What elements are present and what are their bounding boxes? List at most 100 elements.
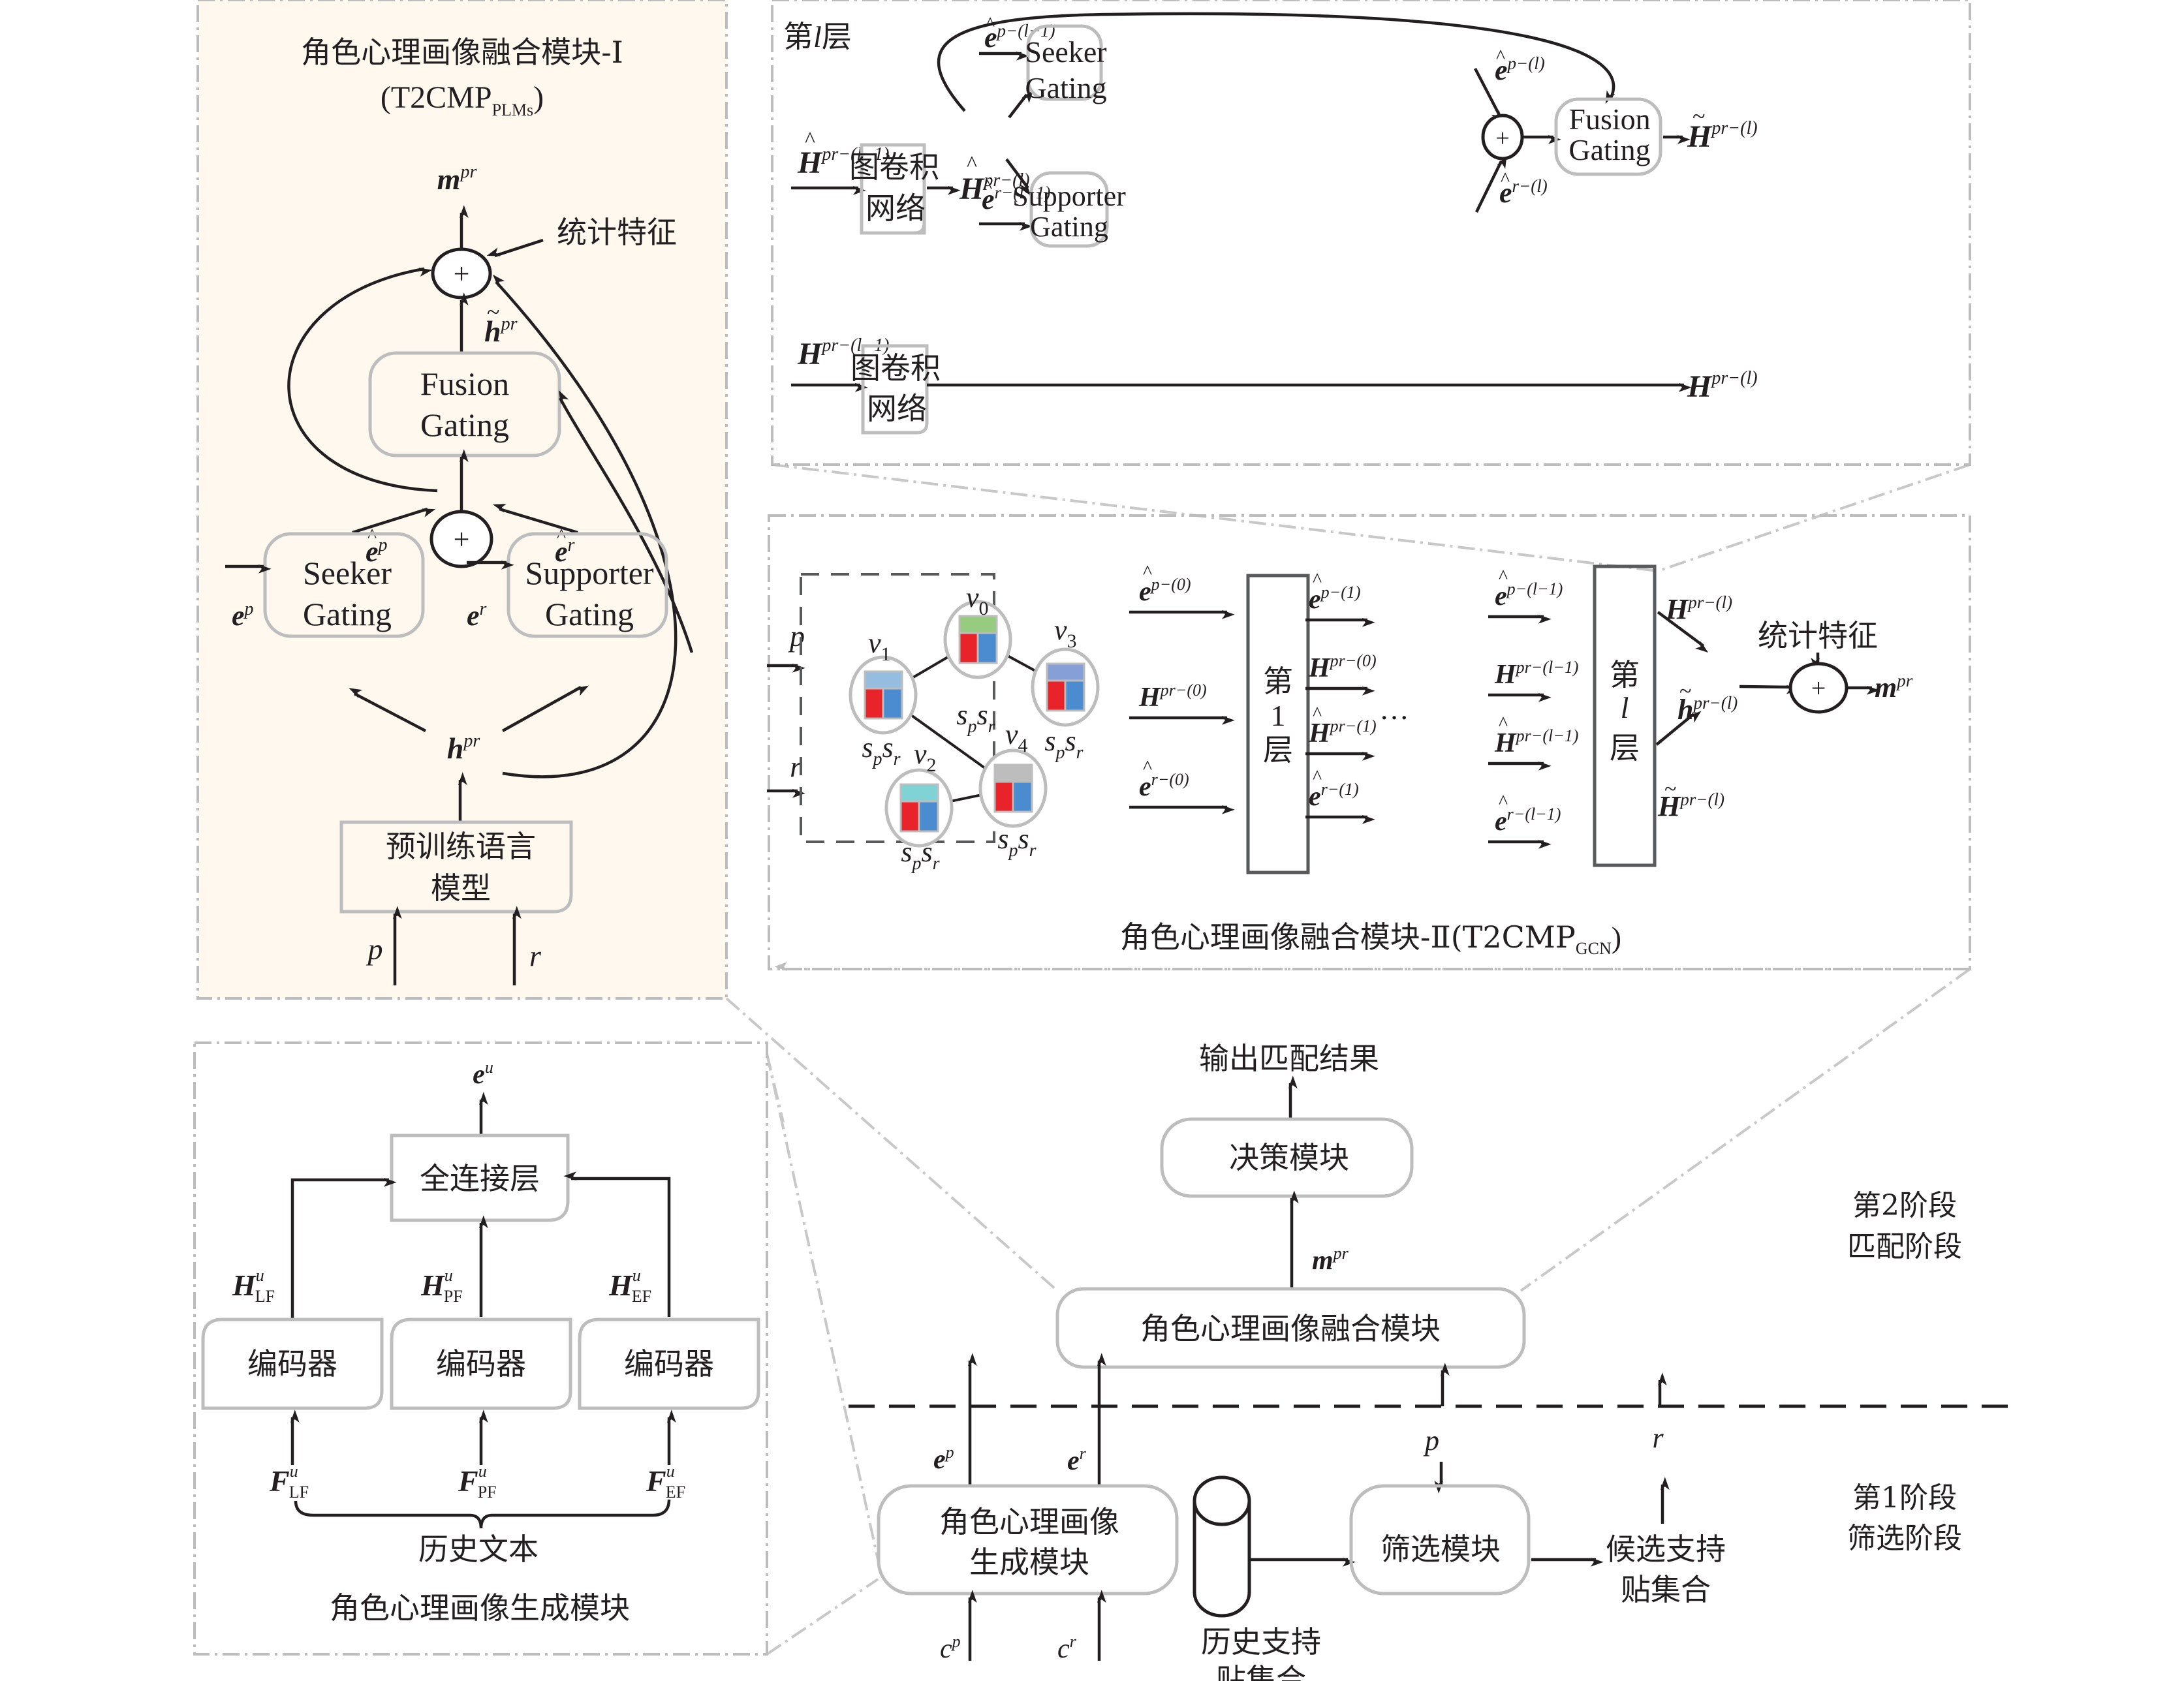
hat-accent: ^ (1143, 561, 1152, 583)
node-top-cell (1046, 662, 1085, 682)
stat-feature-label: 统计特征 (557, 215, 677, 250)
node-right-cell (1012, 780, 1033, 813)
layer-l-box (1593, 564, 1657, 867)
curve-to-top-sum (492, 274, 678, 779)
labelled-arrow: er−(0)^ (1129, 756, 1235, 814)
node-caption: spsr (956, 699, 995, 737)
node-left-cell (993, 780, 1014, 813)
gating-label: Gating (1568, 133, 1650, 166)
hat-accent: ^ (1313, 703, 1322, 724)
hat-accent: ^ (1313, 766, 1322, 788)
layer-l-suffix: 层 (1610, 730, 1640, 765)
candidates-label-1: 候选支持 (1606, 1532, 1726, 1567)
node-label: v4 (1005, 718, 1028, 756)
node-left-cell (899, 800, 920, 833)
hat-accent: ^ (1499, 791, 1508, 812)
skip-curve-top (937, 12, 1615, 112)
layer-1-label: 第 (1263, 664, 1293, 699)
layer-l-var: l (1621, 691, 1629, 724)
plm-label-line2: 模型 (431, 871, 491, 906)
panel-title: 角色心理画像融合模块-I (301, 35, 623, 70)
tilde-accent: ~ (487, 299, 499, 325)
e-hat-r-in: er−(l−1) (982, 183, 1050, 215)
labelled-arrow: er−(l−1)^ (1488, 791, 1561, 849)
e-r: er (1067, 1444, 1087, 1476)
filter-module-box (1349, 1484, 1531, 1596)
hat-accent: ^ (986, 13, 995, 35)
arrow-label: er−(1) (1309, 780, 1359, 812)
node-top-cell (958, 615, 998, 634)
labelled-arrow: Hpr−(l−1) (1488, 658, 1578, 702)
encoder-box (201, 1318, 384, 1410)
encoder-label: 编码器 (624, 1346, 714, 1381)
hat-accent: ^ (1313, 569, 1322, 591)
panel-border (768, 514, 1971, 970)
node-left-cell (958, 632, 979, 664)
output-m-pr: mpr (437, 162, 477, 196)
arrow-ef-to-fc (563, 1171, 671, 1317)
hat-accent: ^ (805, 128, 815, 152)
labelled-arrow: ep−(l−1)^ (1488, 566, 1563, 624)
encoder-label: 编码器 (436, 1346, 526, 1381)
labelled-arrow: Hpr−(0) (1305, 651, 1377, 696)
gating-label: Gating (1025, 71, 1106, 104)
hat-accent: ^ (1496, 46, 1505, 67)
history-db-label-1: 历史支持 (1201, 1624, 1321, 1659)
panel-border (193, 1041, 768, 1656)
seeker-gating-box (263, 532, 425, 638)
gcn-label-line1: 图卷积 (850, 350, 941, 386)
gating-label: Gating (545, 596, 634, 632)
tilde-accent: ~ (1693, 103, 1705, 129)
e-hat-p-out: ep−(l) (1495, 54, 1545, 86)
c-r: cr (1057, 1632, 1077, 1664)
node-caption: spsr (997, 823, 1036, 861)
arrow-label: Hpr−(0) (1308, 651, 1377, 683)
input-r: r (529, 939, 542, 972)
arrow-label: Hpr−(1) (1308, 717, 1377, 748)
generation-module-label-2: 生成模块 (969, 1545, 1089, 1580)
e-r-input: er (467, 599, 487, 632)
node-right-cell (1064, 679, 1085, 712)
h-hat-out: Hpr−(l) (959, 170, 1030, 206)
hat-accent: ^ (967, 152, 977, 176)
node-top-cell (993, 763, 1033, 783)
layer-l-label: 第 (1610, 657, 1640, 692)
arrow-label: Hpr−(l−1) (1494, 658, 1578, 690)
panel-title: 角色心理画像融合模块-Ⅱ(T2CMPGCN) (1120, 919, 1621, 958)
node-top-cell (899, 783, 939, 803)
filter-module-label: 筛选模块 (1381, 1532, 1501, 1567)
seeker-label: Seeker (303, 555, 392, 591)
gcn-label-line2: 网络 (866, 191, 926, 226)
h-hat-in: Hpr−(l−1) (797, 144, 889, 180)
arrow-label: er−(l−1) (1495, 805, 1561, 837)
sum-node-middle (429, 510, 493, 568)
graph-region (800, 573, 995, 843)
arrows-to-layerl: ep−(l−1)^Hpr−(l−1)Hpr−(l−1)^er−(l−1)^ (1488, 566, 1578, 849)
arrow-label: Hpr−(0) (1138, 681, 1207, 713)
h-tilde-out: Hpr−(l) (1687, 118, 1758, 154)
h-in: Hpr−(l−1) (797, 335, 889, 371)
panel-border (771, 0, 1971, 466)
fusion-gating-box (1554, 97, 1662, 176)
e-hat-r-out: er−(l) (1499, 176, 1548, 209)
gcn-label-line2: 网络 (867, 391, 927, 426)
e-hat-p-in: ep−(l−1) (984, 21, 1055, 54)
supporter-gating-box (507, 532, 668, 638)
node-label: v0 (966, 581, 989, 619)
output-m-pr: mpr (1875, 671, 1913, 703)
history-db-label-2: 贴集合 (1216, 1662, 1306, 1681)
gcn-label-line1: 图卷积 (849, 149, 939, 185)
decision-module-box (1160, 1117, 1414, 1198)
ellipsis: ··· (1379, 701, 1409, 734)
brace (294, 1499, 671, 1529)
plm-box (339, 820, 573, 914)
